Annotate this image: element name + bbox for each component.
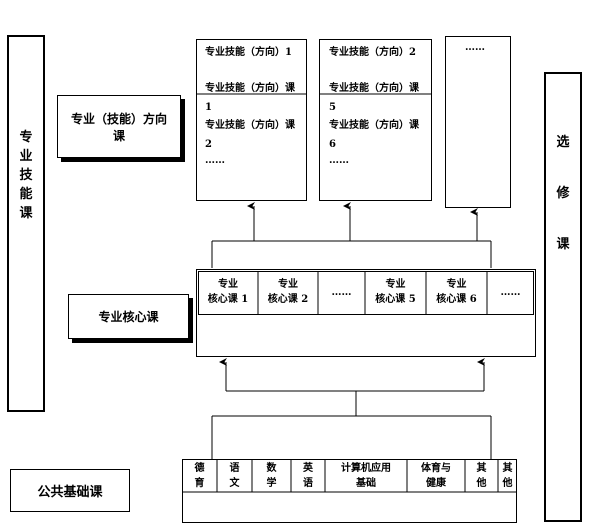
direction-course-label-box: 专业（技能）方向课 [57,95,181,158]
core-cell-bottom: 核心课 6 [436,294,477,305]
label-char: 课 [556,237,570,252]
direction-box-1 [196,39,307,201]
core-course-cell: 专业 核心课 6 [426,277,487,307]
public-cell-top: 语 [229,463,240,474]
core-cell-top: 专业 [446,279,467,290]
core-cell-bottom: 核心课 5 [375,294,416,305]
label-char: 技 [19,168,33,183]
core-cell-bottom: 核心课 2 [267,294,309,305]
direction-box-2 [319,39,432,201]
core-cell-top: …… [500,287,521,298]
elective-column [544,72,582,522]
public-course-cell: 其 他 [498,461,517,491]
direction-box-1-line-3b: 2 [205,139,212,150]
public-cell-bottom: 学 [266,478,277,489]
public-cell-top: 德 [194,463,205,474]
core-cell-top: 专业 [278,279,298,290]
public-cell-top: 计算机应用 [341,463,391,474]
core-course-cell: 专业 核心课 1 [198,277,258,307]
label-char: 专 [19,130,33,145]
label-char: 课 [19,206,33,221]
public-cell-top: 数 [266,463,277,474]
direction-box-1-line-1: 专业技能（方向）1 [205,47,292,58]
public-course-cell: 语 文 [217,461,252,491]
direction-box-2-line-1: 专业技能（方向）2 [329,47,416,58]
direction-box-2-line-3a: 专业技能（方向）课 [329,120,419,131]
core-course-row [198,271,534,315]
public-cell-bottom: 他 [476,478,487,489]
public-course-cell: 计算机应用 基础 [325,461,407,491]
core-to-direction-connector [211,202,492,268]
label-char: 能 [19,187,33,202]
public-cell-bottom: 文 [229,478,240,489]
label-char: 修 [556,186,570,201]
direction-box-1-line-2a: 专业技能（方向）课 [205,83,295,94]
public-to-core-connector [211,358,492,459]
core-course-label-box: 专业核心课 [68,294,189,339]
public-row-dividers [182,460,517,493]
direction-box-3-line-1: …… [465,42,485,53]
label-char: 选 [556,135,570,150]
public-cell-top: 英 [303,463,313,474]
elective-column-label: 选 修 课 [544,133,582,254]
core-course-cell: …… [487,285,534,300]
direction-box-1-line-3a: 专业技能（方向）课 [205,120,295,131]
public-course-container [182,459,517,523]
core-cell-bottom: 核心课 1 [207,294,249,305]
direction-box-1-line-4: …… [205,155,225,166]
core-course-cell: 专业 核心课 5 [365,277,426,307]
professional-skills-column [7,35,45,412]
public-course-cell: 体育与 健康 [407,461,465,491]
core-course-cell: 专业 核心课 2 [258,277,318,307]
core-course-label: 专业核心课 [98,310,159,324]
public-course-label-box: 公共基础课 [10,469,130,512]
public-course-cell: 英 语 [291,461,325,491]
public-cell-bottom: 健康 [426,478,446,489]
public-cell-bottom: 基础 [356,478,376,489]
label-char: 业 [19,149,33,164]
direction-box-2-line-3b: 6 [329,139,336,150]
public-cell-bottom: 育 [194,478,205,489]
public-course-cell: 其 他 [465,461,498,491]
public-cell-bottom: 他 [502,478,513,489]
core-row-dividers [257,272,488,314]
direction-box-2-line-2a: 专业技能（方向）课 [329,83,419,94]
public-cell-top: 其 [502,463,513,474]
direction-box-2-line-4: …… [329,155,349,166]
public-cell-top: 其 [476,463,487,474]
core-cell-top: …… [331,287,352,298]
core-cell-top: 专业 [385,279,406,290]
public-course-cell: 德 育 [182,461,217,491]
direction-box-1-line-2b: 1 [205,102,212,113]
public-course-cell: 数 学 [252,461,291,491]
public-course-label: 公共基础课 [37,485,103,500]
core-cell-top: 专业 [218,279,238,290]
direction-course-label: 专业（技能）方向课 [70,111,167,143]
public-cell-top: 体育与 [421,463,451,474]
direction-box-2-line-2b: 5 [329,102,336,113]
core-course-cell: …… [318,285,365,300]
professional-skills-column-label: 专 业 技 能 课 [7,128,45,223]
direction-box-3 [445,36,511,208]
public-cell-bottom: 语 [303,478,313,489]
